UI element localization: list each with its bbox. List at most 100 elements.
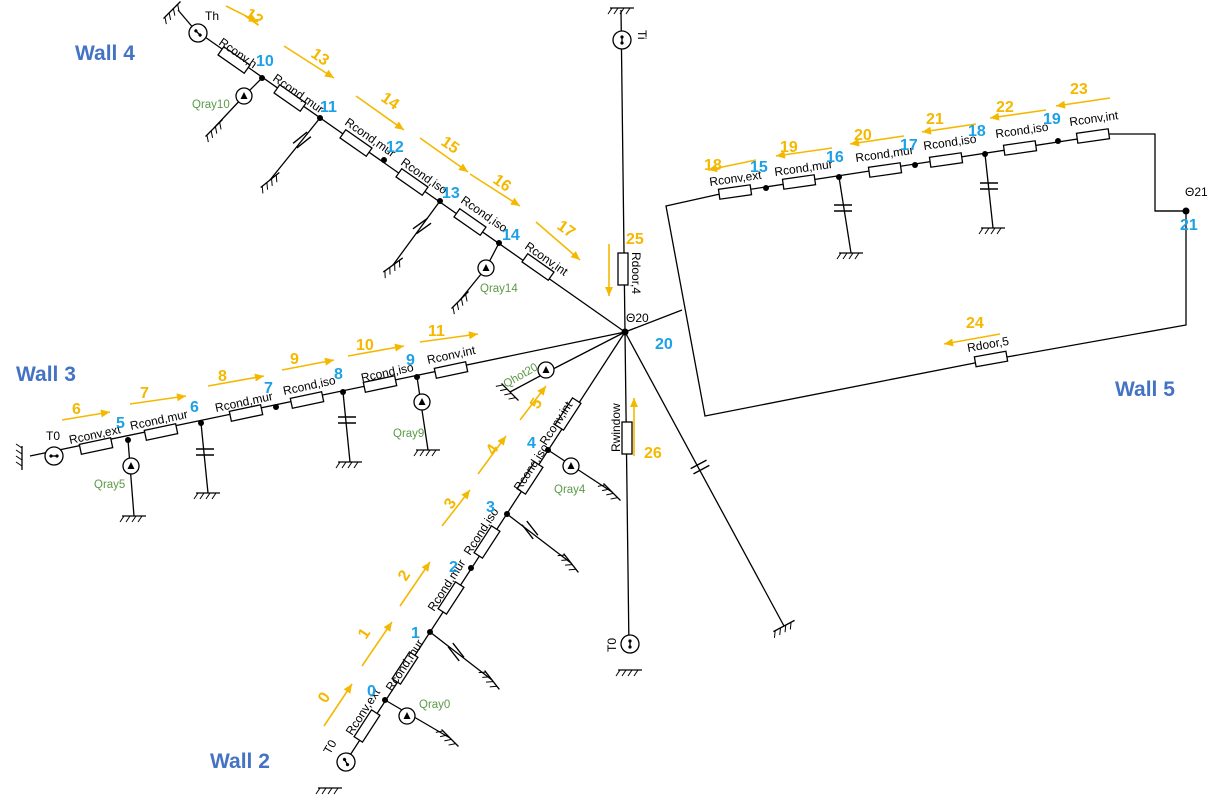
wall-5-link (624, 309, 683, 333)
temperature-sources (15, 0, 643, 795)
flow-arrowhead-2 (394, 121, 404, 130)
wall-3-resistors (78, 361, 469, 455)
resistor-wall2-conv-int (554, 396, 582, 432)
flow-arrowhead-14 (254, 373, 264, 382)
flow-label-2: 2 (395, 567, 414, 584)
resistor-wall5-conv-int (1075, 128, 1111, 144)
flow-arrow-13 (129, 395, 187, 405)
flow-label-9: 9 (290, 351, 299, 368)
temperature-source-th (184, 19, 212, 47)
flow-arrow-20 (849, 135, 905, 145)
label-qray0: Qray0 (419, 699, 450, 711)
wall-5-resistors (717, 128, 1111, 368)
flow-arrowhead-8 (421, 562, 430, 572)
resistor-wall2-cond-iso-2 (516, 460, 544, 496)
flow-label-11: 11 (428, 323, 445, 340)
heat-sources (119, 77, 622, 752)
t0-label-bottom: T0 (605, 638, 619, 652)
resistor-wall3-cond-iso-2 (362, 375, 398, 393)
flow-arrowhead-10 (497, 436, 506, 446)
resistor-wall5-conv-ext (717, 184, 753, 200)
t0-label-wall3: T0 (46, 429, 60, 443)
flow-arrow-4 (469, 173, 521, 207)
node-label-8: 8 (334, 366, 343, 383)
label-window: Rwindow (609, 403, 623, 452)
label-wall3-conv-int: Rconv,int (426, 343, 478, 367)
node-label-13: 13 (442, 185, 460, 202)
node-label-15: 15 (750, 159, 768, 176)
label-qray14: Qray14 (480, 283, 518, 295)
flow-arrowhead-20 (850, 138, 860, 147)
flow-arrow-21 (921, 123, 977, 133)
flow-arrow-14 (207, 375, 265, 387)
ti-label: Ti (635, 30, 649, 40)
node-label-16: 16 (826, 149, 844, 166)
flow-label-8: 8 (218, 368, 227, 385)
node-label-4: 4 (527, 435, 536, 452)
resistor-wall3-conv-int (433, 361, 469, 379)
flow-arrowhead-7 (383, 622, 392, 632)
flow-arrowhead-23 (1056, 100, 1066, 109)
flow-label-24: 24 (966, 315, 984, 332)
temperature-source-ti (612, 30, 632, 50)
temperature-source-t0-wall3 (44, 446, 64, 466)
flow-label-20: 20 (854, 127, 872, 144)
flow-arrowhead-4 (510, 197, 520, 206)
flow-arrowhead-13 (176, 393, 186, 402)
flow-label-1: 1 (355, 625, 374, 642)
flow-arrowhead-21 (922, 126, 932, 135)
wall-5-label: Wall 5 (1115, 378, 1175, 401)
flow-arrowhead-24 (944, 338, 954, 347)
temperature-source-t0-bottom (620, 634, 640, 654)
capacitors (193, 117, 1006, 694)
flow-label-0: 0 (315, 689, 334, 706)
flow-label-26: 26 (644, 445, 662, 462)
node-label-19: 19 (1043, 111, 1061, 128)
flow-arrowhead-18 (708, 164, 718, 173)
resistor-wall5-cond-mur-2 (867, 162, 903, 178)
resistor-wall4-cond-iso (395, 167, 429, 197)
flow-arrowhead-11 (537, 386, 546, 396)
flow-arrows (61, 5, 1111, 727)
resistor-wall2-conv-ext (353, 708, 381, 744)
resistor-window (621, 421, 633, 455)
resistor-wall4-cond-mur-2 (339, 128, 373, 158)
flow-arrowhead-9 (461, 490, 470, 500)
node-label-2: 2 (449, 559, 458, 576)
flow-arrowhead-6 (343, 684, 352, 694)
node-label-1: 1 (411, 625, 420, 642)
flow-label-25: 25 (626, 231, 644, 248)
label-qray4: Qray4 (554, 484, 586, 496)
node-label-10: 10 (256, 53, 274, 70)
node-label-11: 11 (320, 99, 337, 116)
resistor-wall3-cond-mur (143, 423, 179, 441)
flow-arrowhead-15 (324, 357, 334, 366)
label-qray9: Qray9 (393, 428, 424, 440)
flow-arrowhead-0 (248, 14, 258, 22)
flow-label-7: 7 (140, 385, 149, 402)
flow-arrowhead-5 (570, 251, 580, 260)
flow-arrow-16 (347, 345, 405, 357)
resistor-wall4-cond-iso-2 (453, 207, 487, 237)
theta-21-label: Θ21 (1185, 185, 1208, 199)
resistor-wall2-cond-mur (391, 650, 419, 686)
node-label-17: 17 (900, 137, 918, 154)
node-label-6: 6 (190, 399, 199, 416)
node-label-7: 7 (264, 380, 273, 397)
node-label-9: 9 (406, 352, 415, 369)
flow-arrowhead-16 (394, 343, 404, 352)
flow-arrow-5 (535, 221, 581, 261)
wall-3-branch (29, 331, 626, 457)
source-labels: Qray10 Qray14 Qray5 Qray9 Qray0 Qray4 Qh… (94, 99, 586, 711)
qhot-branch (554, 331, 626, 369)
node-label-18: 18 (968, 123, 986, 140)
flow-arrowhead-3 (458, 163, 468, 172)
flow-label-12: 12 (242, 5, 266, 29)
resistor-wall4-conv-h (217, 45, 251, 75)
node-label-5: 5 (116, 415, 125, 432)
th-label: Th (205, 9, 219, 23)
flow-arrow-19 (775, 147, 833, 157)
node-label-3: 3 (486, 499, 495, 516)
wall-3-label: Wall 3 (16, 363, 76, 386)
node-label-21: 21 (1180, 217, 1198, 234)
